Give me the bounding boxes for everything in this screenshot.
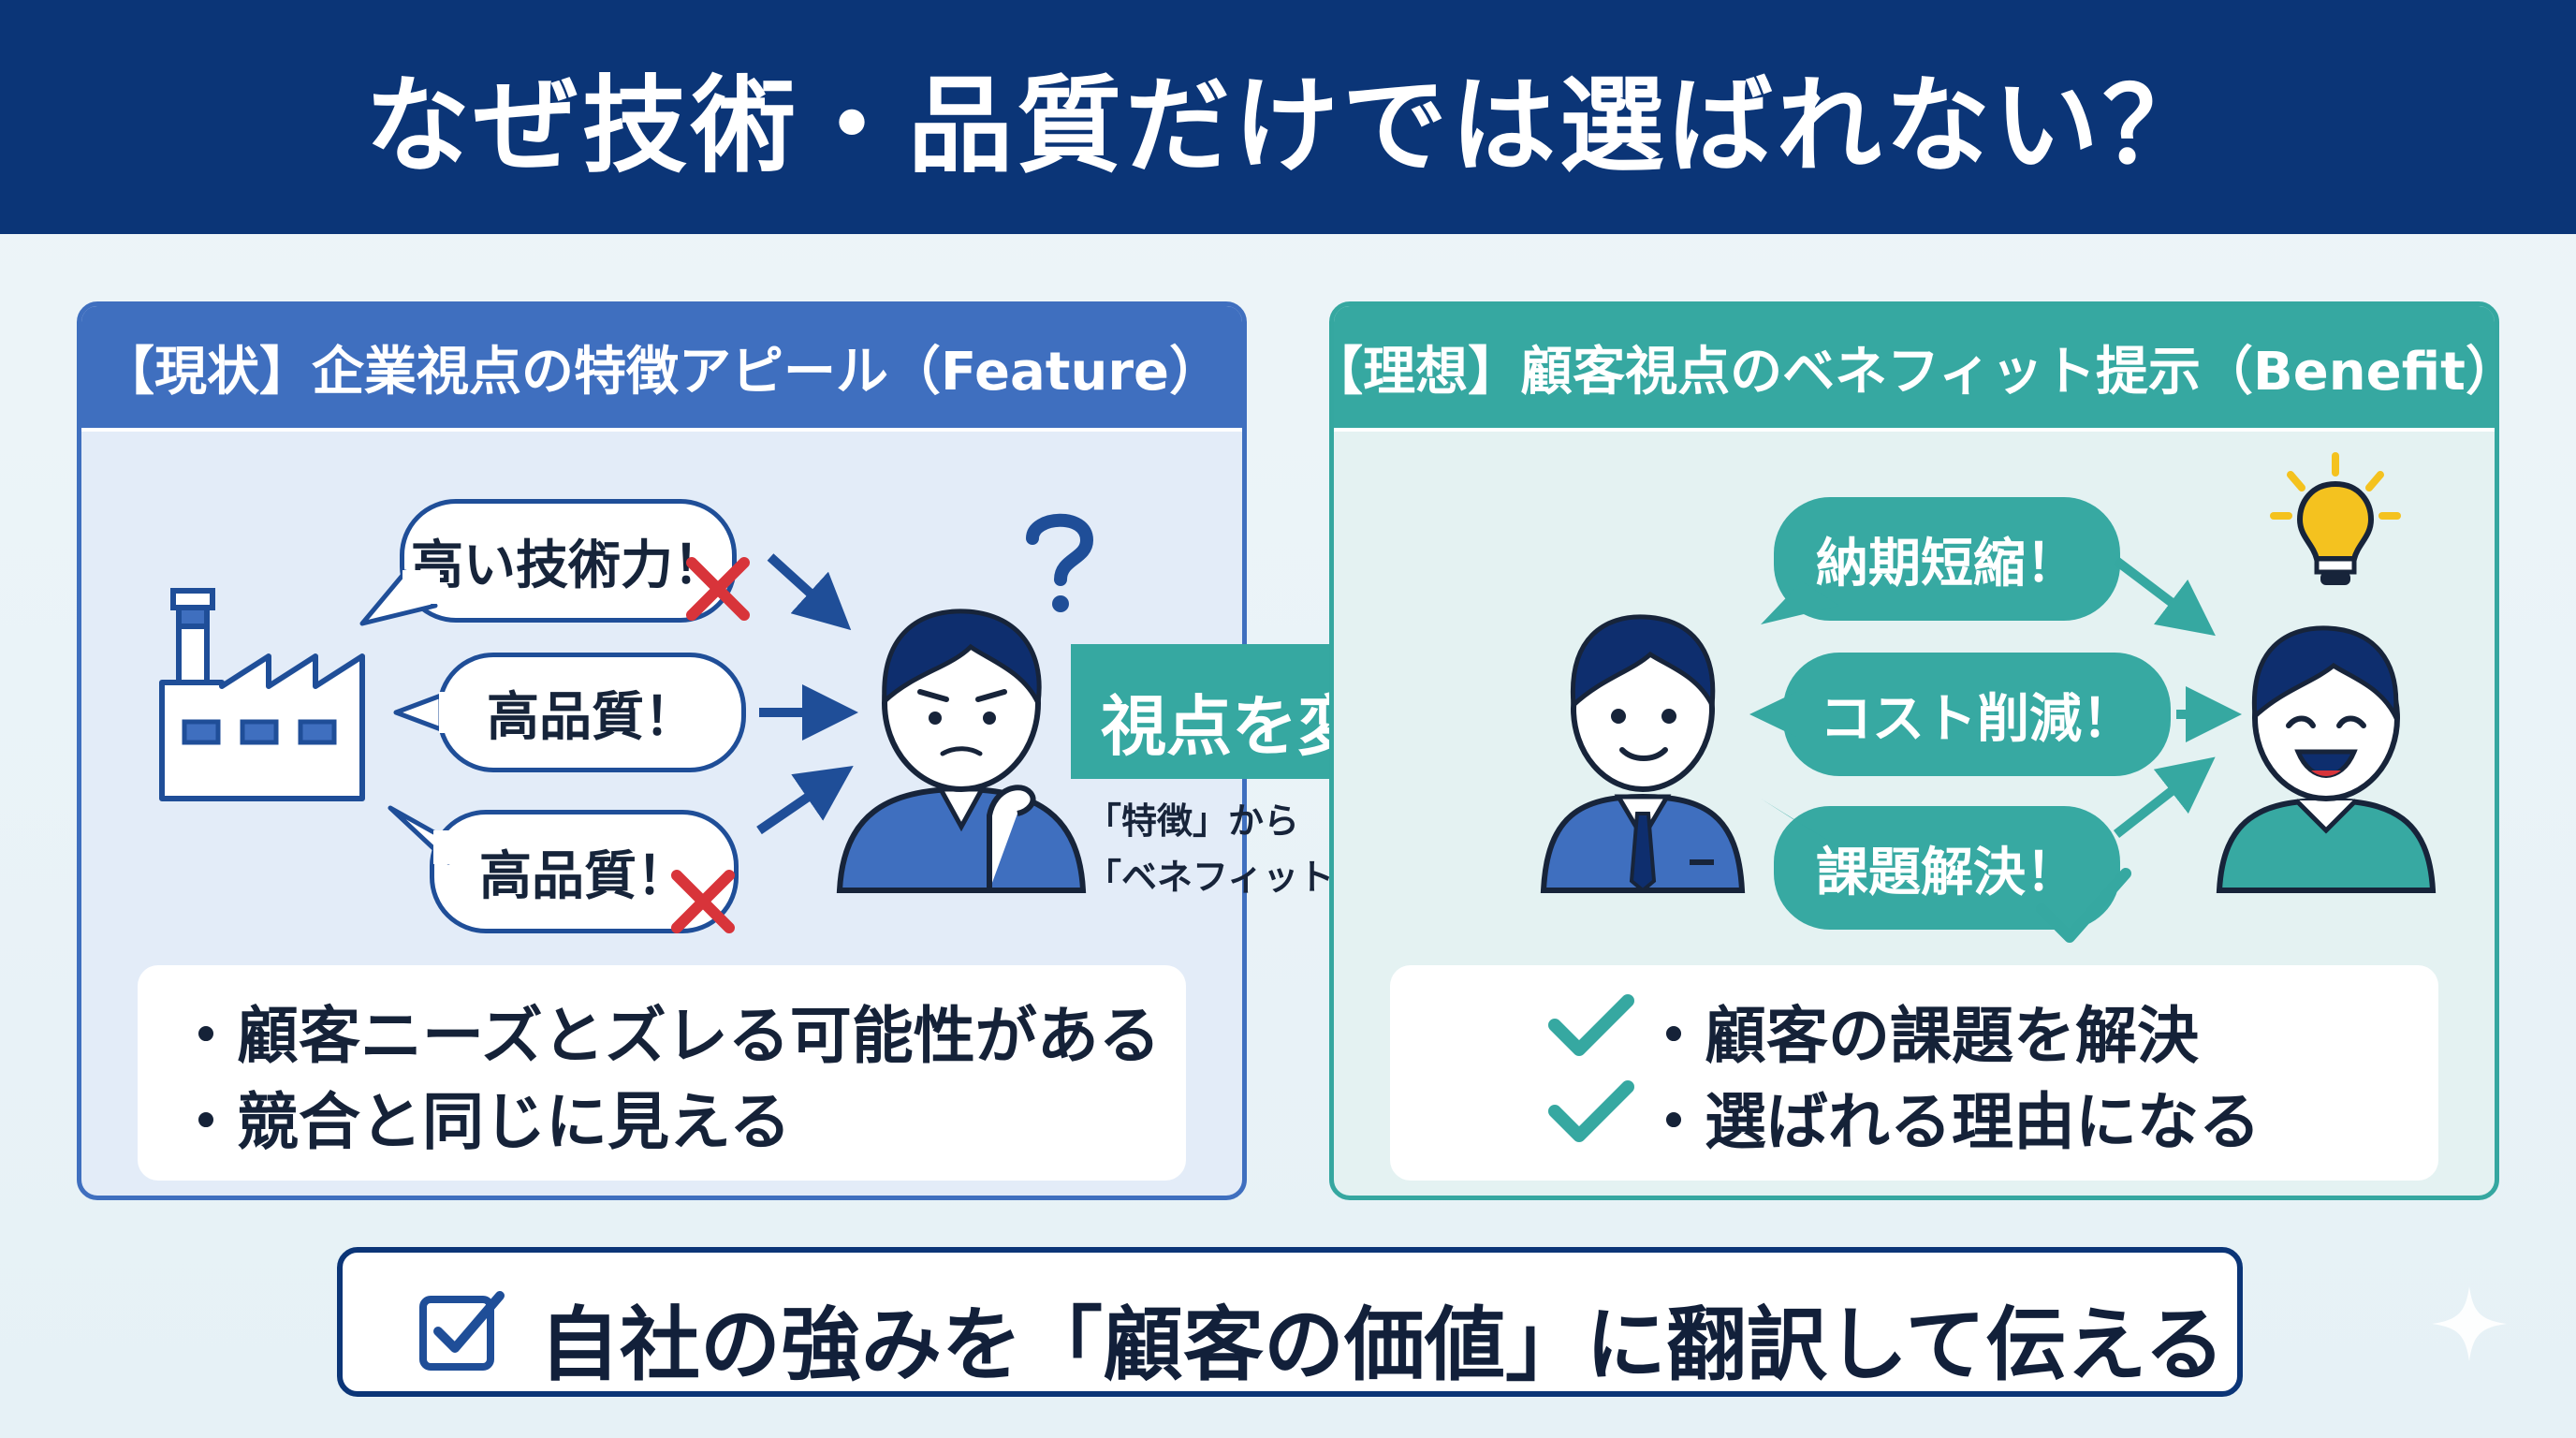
benefit-bubble: 納期短縮！ bbox=[1774, 497, 2120, 621]
arrow-subtext-1: 「特徴」から bbox=[1086, 800, 1300, 842]
speech-bubble: 高品質！ bbox=[437, 653, 746, 772]
check-icon bbox=[2036, 868, 2131, 943]
checkbox-icon bbox=[419, 1291, 505, 1371]
point-text: ・顧客ニーズとズレる可能性がある bbox=[175, 1000, 1161, 1072]
arrows-to-person bbox=[756, 553, 858, 835]
page-title: なぜ技術・品質だけでは選ばれない？ bbox=[365, 66, 2211, 187]
ideal-state-heading: 【理想】顧客視点のベネフィット提示（Benefit） bbox=[1334, 306, 2495, 428]
check-icon bbox=[1548, 1080, 1634, 1142]
speech-bubble: 高品質！ bbox=[430, 810, 739, 933]
ideal-state-body: 納期短縮！ コスト削減！ 課題解決！ bbox=[1334, 428, 2495, 1196]
factory-icon bbox=[159, 588, 365, 801]
arrows-to-customer bbox=[2113, 557, 2242, 838]
bubble-tails bbox=[359, 569, 454, 865]
title-banner: なぜ技術・品質だけでは選ばれない？ bbox=[0, 0, 2576, 234]
businessman-icon bbox=[1540, 614, 1746, 893]
sparkle-icon bbox=[2432, 1286, 2507, 1361]
cross-icon bbox=[671, 870, 735, 933]
point-text: ・競合と同じに見える bbox=[175, 1086, 792, 1158]
happy-customer-icon bbox=[2216, 625, 2437, 893]
thinking-person-icon bbox=[836, 609, 1087, 893]
benefit-bubble-tails bbox=[1749, 581, 1839, 847]
current-state-points: ・顧客ニーズとズレる可能性がある ・競合と同じに見える bbox=[138, 965, 1186, 1181]
benefit-bubble: 課題解決！ bbox=[1774, 806, 2120, 930]
conclusion-box: 自社の強みを「顧客の価値」に翻訳して伝える bbox=[337, 1247, 2243, 1397]
point-text: ・顧客の課題を解決 bbox=[1643, 1000, 2199, 1072]
speech-bubble: 高い技術力！ bbox=[400, 499, 737, 623]
cross-icon bbox=[686, 557, 750, 621]
current-state-panel: 【現状】企業視点の特徴アピール（Feature） 高い技術力！ 高品質！ 高品質… bbox=[77, 301, 1247, 1200]
current-state-body: 高い技術力！ 高品質！ 高品質！ bbox=[81, 428, 1242, 1196]
benefit-bubble: コスト削減！ bbox=[1783, 653, 2171, 776]
ideal-state-points: ・顧客の課題を解決 ・選ばれる理由になる bbox=[1390, 965, 2438, 1181]
ideal-state-panel: 【理想】顧客視点のベネフィット提示（Benefit） 納期短縮！ コスト削減！ … bbox=[1329, 301, 2499, 1200]
check-icon bbox=[1548, 994, 1634, 1056]
conclusion-text: 自社の強みを「顧客の価値」に翻訳して伝える bbox=[539, 1299, 2225, 1392]
lightbulb-icon bbox=[2270, 452, 2401, 585]
question-mark-icon bbox=[1026, 513, 1094, 612]
point-text: ・選ばれる理由になる bbox=[1643, 1086, 2261, 1158]
current-state-heading: 【現状】企業視点の特徴アピール（Feature） bbox=[81, 306, 1242, 428]
